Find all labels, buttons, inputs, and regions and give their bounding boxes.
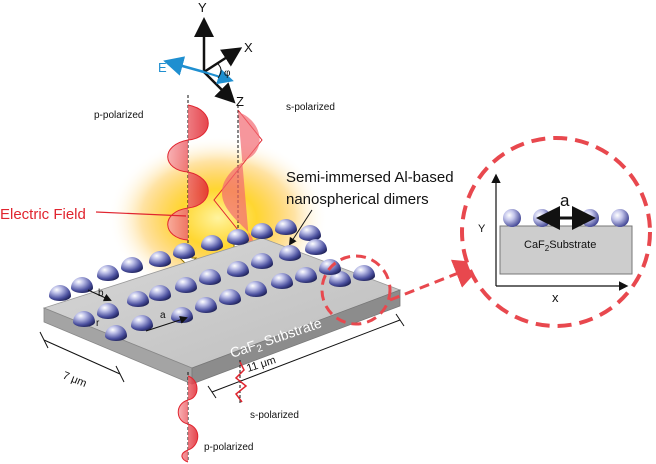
nanosphere <box>121 257 143 273</box>
dim-7-label: 7 μm <box>61 370 88 390</box>
electric-field-label: Electric Field <box>0 206 86 223</box>
nanosphere <box>201 235 223 251</box>
nanosphere <box>279 245 301 261</box>
inset-a-label: a <box>560 191 570 210</box>
nanosphere <box>219 289 241 305</box>
dimer-spheres <box>49 219 375 341</box>
axis-z-label: Z <box>236 94 244 109</box>
nanosphere <box>149 285 171 301</box>
nanosphere <box>131 315 153 331</box>
e-vector-label: E <box>158 60 167 75</box>
nanosphere <box>305 239 327 255</box>
nanosphere <box>173 243 196 259</box>
s-polarized-top-label: s-polarized <box>286 102 335 113</box>
nanosphere <box>251 253 273 269</box>
dim-b-label: b <box>98 288 104 299</box>
transmitted-waves <box>177 360 248 463</box>
nanosphere <box>299 225 321 241</box>
nanosphere <box>251 223 273 239</box>
nanosphere <box>353 265 375 281</box>
nanosphere <box>71 277 93 293</box>
nanosphere <box>105 325 127 341</box>
inset-zoom <box>460 136 652 328</box>
p-polarized-bottom-label: p-polarized <box>204 442 253 453</box>
nanosphere <box>49 285 71 301</box>
nanosphere <box>127 291 149 307</box>
inset-y-label: Y <box>478 223 486 235</box>
nanosphere <box>195 297 217 313</box>
dimers-label-line1: Semi-immersed Al-based <box>286 169 454 186</box>
nanosphere <box>295 267 317 283</box>
dimers-label-line2: nanospherical dimers <box>286 191 429 208</box>
nanosphere <box>271 273 293 289</box>
axes-group <box>163 17 243 104</box>
s-polarized-bottom-label: s-polarized <box>250 410 299 421</box>
nanosphere <box>275 219 297 235</box>
axis-y-label: Y <box>198 0 207 15</box>
axis-x-label: X <box>244 40 253 55</box>
nanosphere <box>199 269 222 285</box>
p-polarized-top-label: p-polarized <box>94 110 143 121</box>
nanosphere <box>329 271 351 287</box>
nanosphere <box>175 277 198 293</box>
nanosphere <box>97 265 119 281</box>
inset-x-label: x <box>552 290 559 305</box>
substrate-slab <box>42 237 402 385</box>
dim-r-label: r <box>96 318 100 329</box>
nanosphere <box>227 229 249 245</box>
zoom-source-circle <box>320 254 392 326</box>
nanosphere <box>73 311 95 327</box>
nanosphere <box>227 261 249 277</box>
phi-label: φ <box>224 68 231 79</box>
nanosphere <box>245 281 267 297</box>
nanosphere <box>97 303 119 319</box>
nanosphere <box>149 251 171 267</box>
inset-substrate-label: CaF2Substrate <box>524 239 596 253</box>
dim-a-label: a <box>160 310 166 321</box>
